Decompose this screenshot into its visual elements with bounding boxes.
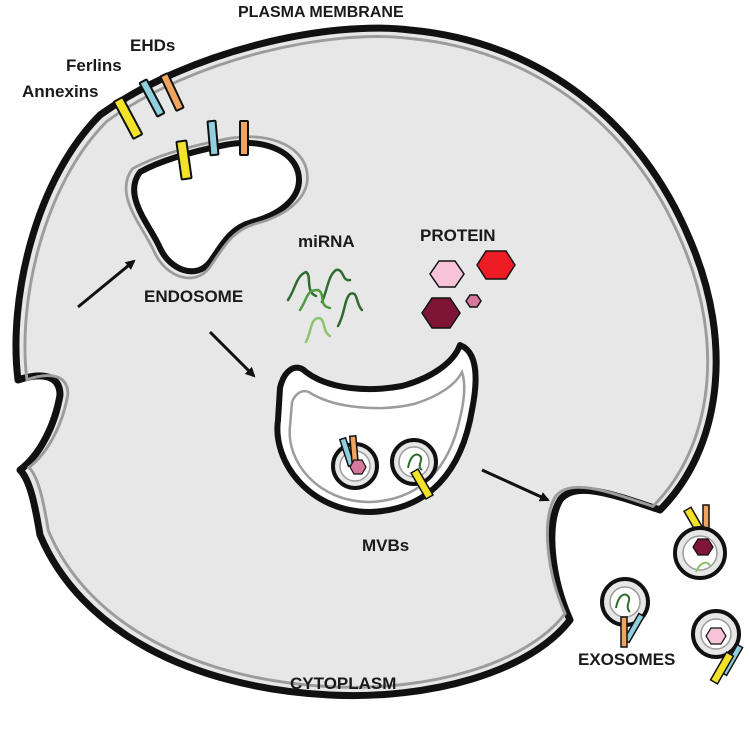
plasma-membrane-inner [23, 35, 710, 689]
ehd-protein [159, 72, 185, 112]
exosomes-label: EXOSOMES [578, 650, 676, 669]
protein-pink-hexagon [429, 260, 465, 288]
protein-red-hexagon [476, 250, 516, 280]
arrow-to-endosome [77, 259, 136, 309]
ehd-protein [620, 616, 628, 648]
ferlin-protein [206, 119, 220, 157]
endosome-label: ENDOSOME [144, 287, 244, 306]
mvbs-label: MVBs [362, 536, 410, 555]
mirna-strand [320, 268, 352, 304]
mvb-inner-membrane [288, 368, 466, 504]
mirna-cluster [286, 268, 364, 344]
protein-small-mauve-hexagon [349, 459, 367, 475]
plasma-membrane-label: PLASMA MEMBRANE [238, 4, 404, 21]
mirna-strand [298, 288, 332, 312]
mirna-strand [286, 270, 318, 302]
pathway-arrows [77, 259, 550, 502]
endosome-membrane [131, 140, 302, 275]
protein-pink-hexagon [705, 627, 727, 645]
annexins-label: Annexins [22, 82, 99, 101]
endosome [124, 119, 309, 280]
mirna-strand [336, 292, 364, 328]
protein-label: PROTEIN [420, 226, 496, 245]
arrow-to-exocytosis [481, 468, 550, 502]
ehds-label: EHDs [130, 36, 176, 55]
intraluminal-vesicle [390, 438, 438, 501]
mirna-strand [407, 453, 423, 471]
mirna-strand [615, 593, 631, 613]
ehd-protein [239, 120, 249, 156]
mvb [274, 342, 479, 515]
membrane-proteins [113, 72, 185, 140]
ferlins-label: Ferlins [66, 56, 122, 75]
annexin-protein [410, 467, 434, 501]
mirna-label: miRNA [298, 232, 355, 251]
exosome [691, 609, 744, 685]
cytoplasm-label: CYTOPLASM [290, 674, 397, 693]
ferlin-protein [138, 78, 166, 118]
annexin-protein [175, 139, 193, 181]
exosomes [600, 504, 744, 685]
mirna-strand [304, 316, 332, 344]
exosome [673, 504, 727, 580]
mirna-strand [695, 561, 711, 573]
endosome-inner-membrane [124, 135, 309, 280]
annexin-protein [113, 96, 143, 140]
annexin-protein [709, 651, 735, 685]
protein-small-mauve-hexagon [465, 294, 482, 308]
protein-cluster [421, 250, 516, 329]
arrow-to-mvb [208, 330, 256, 378]
protein-maroon-hexagon [421, 297, 461, 329]
protein-maroon-hexagon [692, 538, 714, 556]
exosome [600, 577, 650, 648]
intraluminal-vesicle [331, 434, 379, 490]
exosome-core [609, 586, 641, 618]
